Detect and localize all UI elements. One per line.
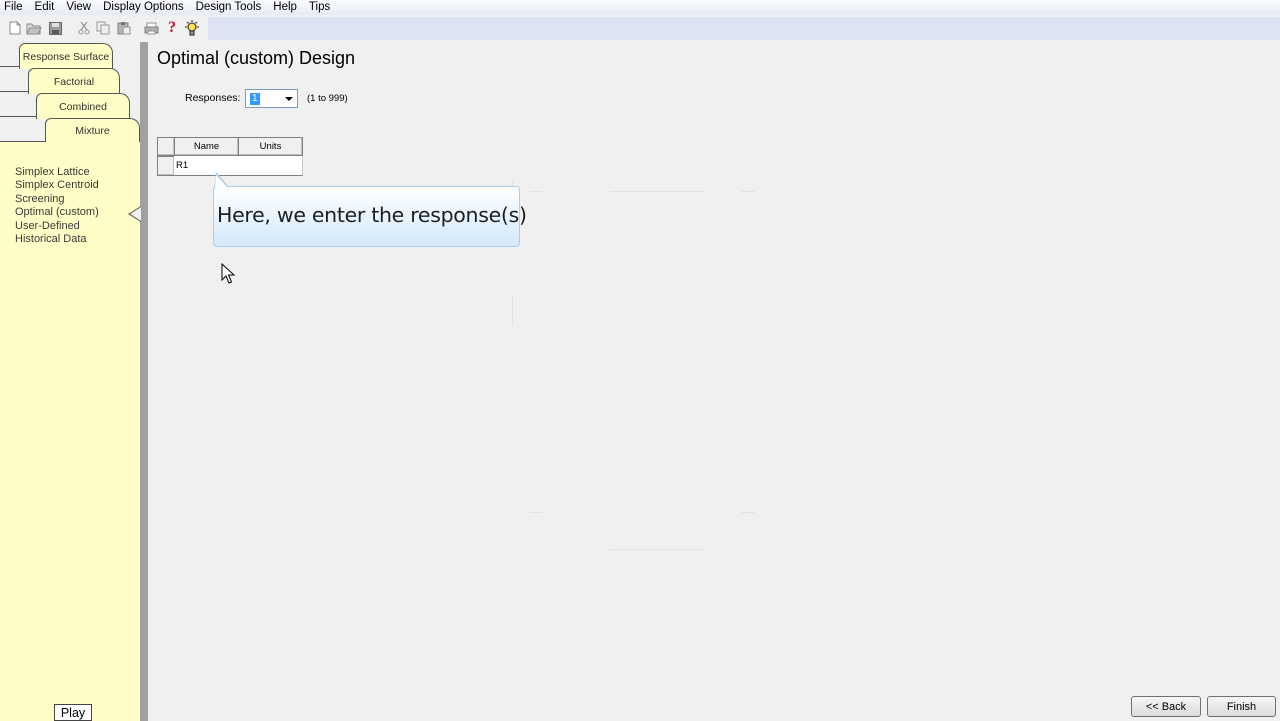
open-folder-icon[interactable] bbox=[26, 20, 42, 36]
callout-tail-fill bbox=[215, 175, 227, 187]
nav-simplex-centroid[interactable]: Simplex Centroid bbox=[15, 179, 99, 192]
grid-row-header[interactable] bbox=[157, 156, 175, 176]
artifact-mark bbox=[610, 191, 705, 192]
play-button[interactable]: Play bbox=[54, 704, 92, 721]
artifact-mark bbox=[610, 549, 705, 550]
mouse-cursor-icon bbox=[221, 262, 236, 287]
back-button[interactable]: << Back bbox=[1131, 696, 1201, 717]
tab-factorial[interactable]: Factorial bbox=[28, 68, 120, 94]
nav-screening[interactable]: Screening bbox=[15, 192, 65, 205]
artifact-mark bbox=[741, 512, 755, 513]
tab-divider bbox=[0, 116, 36, 117]
artifact-mark bbox=[530, 512, 542, 513]
sidebar-splitter[interactable] bbox=[140, 42, 148, 721]
menu-bar: File Edit View Display Options Design To… bbox=[0, 0, 1280, 15]
menu-edit[interactable]: Edit bbox=[34, 1, 55, 13]
mixture-design-list: Simplex Lattice Simplex Centroid Screeni… bbox=[15, 166, 99, 246]
print-icon[interactable] bbox=[143, 20, 159, 36]
new-file-icon[interactable] bbox=[7, 20, 23, 36]
nav-historical-data[interactable]: Historical Data bbox=[15, 233, 87, 246]
menu-tips[interactable]: Tips bbox=[308, 1, 331, 13]
callout-text: Here, we enter the response(s) bbox=[217, 203, 527, 227]
grid-header-name[interactable]: Name bbox=[174, 137, 239, 156]
nav-optimal-custom[interactable]: Optimal (custom) bbox=[15, 206, 99, 219]
selected-item-pointer-fill bbox=[130, 207, 141, 221]
tutorial-callout: Here, we enter the response(s) bbox=[213, 186, 527, 247]
menu-display-options[interactable]: Display Options bbox=[103, 1, 184, 13]
responses-dropdown[interactable]: 1 bbox=[245, 89, 298, 108]
paste-icon[interactable] bbox=[116, 20, 132, 36]
chevron-down-icon[interactable] bbox=[285, 97, 293, 101]
tab-divider bbox=[0, 141, 46, 142]
tab-combined[interactable]: Combined bbox=[36, 93, 130, 119]
grid-header-units[interactable]: Units bbox=[238, 137, 303, 156]
tips-lightbulb-icon[interactable] bbox=[184, 20, 200, 36]
grid-cell-name[interactable]: R1 bbox=[174, 156, 239, 176]
design-type-sidebar bbox=[0, 42, 140, 721]
menu-view[interactable]: View bbox=[66, 1, 92, 13]
nav-simplex-lattice[interactable]: Simplex Lattice bbox=[15, 166, 90, 178]
page-title: Optimal (custom) Design bbox=[157, 48, 356, 68]
artifact-mark bbox=[530, 191, 542, 192]
help-icon[interactable]: ? bbox=[168, 19, 176, 36]
save-icon[interactable] bbox=[47, 20, 63, 36]
responses-range-hint: (1 to 999) bbox=[307, 93, 348, 104]
responses-label: Responses: bbox=[185, 92, 241, 104]
tab-divider bbox=[0, 91, 28, 92]
finish-button[interactable]: Finish bbox=[1207, 696, 1276, 717]
toolbar-band bbox=[208, 17, 1280, 40]
responses-grid: Name Units R1 bbox=[157, 137, 303, 176]
cut-icon[interactable] bbox=[76, 20, 92, 36]
tab-response-surface[interactable]: Response Surface bbox=[19, 43, 113, 69]
artifact-mark bbox=[512, 296, 513, 326]
menu-help[interactable]: Help bbox=[273, 1, 297, 13]
nav-user-defined[interactable]: User-Defined bbox=[15, 219, 80, 232]
copy-icon[interactable] bbox=[95, 20, 111, 36]
tab-mixture[interactable]: Mixture bbox=[45, 118, 140, 142]
artifact-mark bbox=[741, 191, 755, 192]
tab-divider bbox=[0, 66, 19, 67]
grid-cell-units[interactable] bbox=[238, 156, 303, 176]
grid-corner bbox=[157, 137, 175, 156]
artifact-mark bbox=[512, 180, 513, 188]
responses-value: 1 bbox=[250, 93, 260, 105]
menu-design-tools[interactable]: Design Tools bbox=[195, 1, 262, 13]
menu-file[interactable]: File bbox=[4, 1, 23, 13]
